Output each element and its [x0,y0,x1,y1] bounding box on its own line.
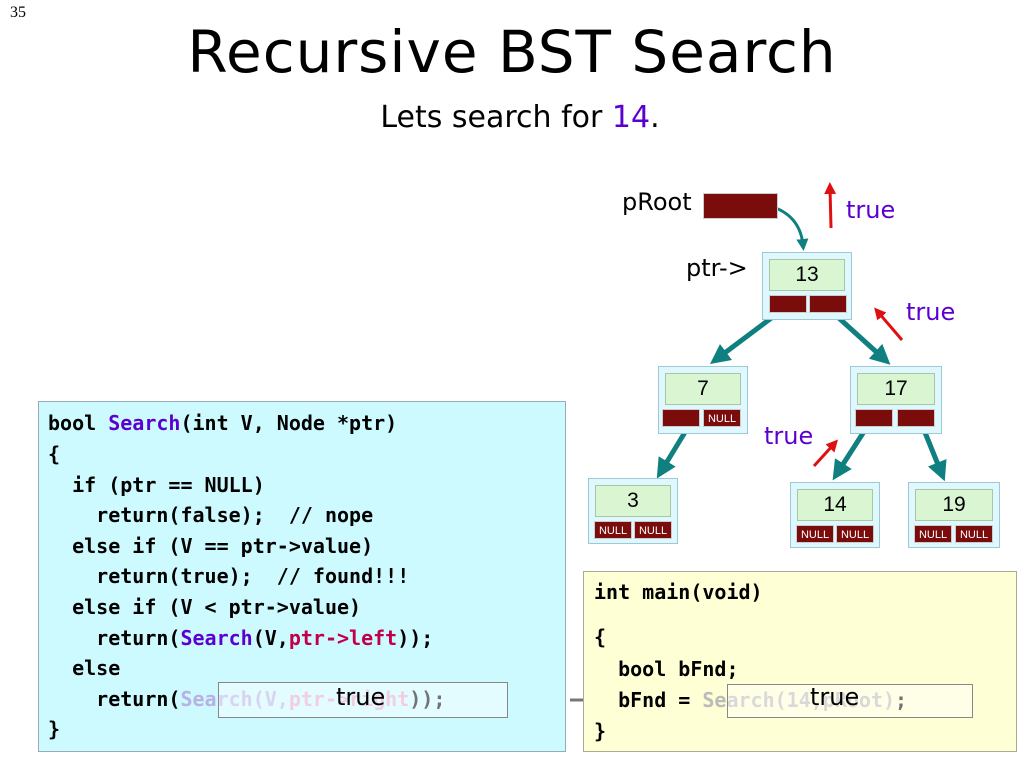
tree-node-13: 13 [762,252,852,320]
code-line: return(false); // nope [48,503,374,527]
code-line: else if (V == ptr->value) [48,534,374,558]
slide-subtitle: Lets search for 14. [0,100,1024,135]
null-box: NULL [955,525,993,543]
node-value: 19 [915,489,993,521]
code-line: return(true); // found!!! [48,564,410,588]
right-pointer-box [809,295,847,313]
recursive-call-result: true [336,683,386,711]
code-line: } [594,719,607,743]
edge-17-14 [832,428,868,481]
return-arrow-13 [874,307,904,341]
return-true-label: true [906,298,956,326]
main-call-result-box [727,684,973,718]
slide-title: Recursive BST Search [187,18,837,86]
code-line: bool Search(int V, Node *ptr) [48,411,398,435]
node-value: 14 [797,489,873,521]
code-line: else [48,656,121,680]
code-line-current: bFnd = Search(14,pRoot); [594,688,908,712]
node-value: 13 [769,259,845,291]
edge-17-19 [921,429,947,482]
null-box: NULL [703,409,741,427]
subtitle-prefix: Lets search for [380,100,612,135]
code-line-current: return(Search(V,ptr->right)); [48,687,446,711]
proot-label: pRoot [622,188,692,216]
null-box: NULL [914,525,952,543]
code-line: bool bFnd; [594,657,739,681]
null-box: NULL [796,525,834,543]
tree-node-19: 19 NULL NULL [908,482,1000,548]
slide-number: 35 [10,4,26,21]
tree-node-3: 3 NULL NULL [588,478,678,544]
null-box: NULL [594,521,632,539]
code-line: if (ptr == NULL) [48,473,265,497]
main-call-result: true [810,683,860,711]
return-arrow-top [824,182,837,229]
return-arrow-17 [812,439,839,468]
code-line: { [48,442,61,466]
subtitle-suffix: . [650,100,660,135]
return-true-label: true [764,422,814,450]
code-line: } [48,717,61,741]
return-true-label: true [846,196,896,224]
left-pointer-box [662,409,700,427]
node-value: 17 [857,373,935,405]
proot-pointer-box [703,193,778,219]
null-box: NULL [836,525,874,543]
tree-node-14: 14 NULL NULL [790,482,880,548]
code-line: { [594,625,607,649]
code-line: return(Search(V,ptr->left)); [48,626,434,650]
tree-node-7: 7 NULL [658,366,748,434]
node-value: 7 [665,373,741,405]
search-function-code: bool Search(int V, Node *ptr) { if (ptr … [38,401,566,752]
main-function-code: int main(void) { bool bFnd; bFnd = Searc… [583,571,1017,752]
tree-node-17: 17 [850,366,942,434]
left-pointer-box [855,409,893,427]
right-pointer-box [897,409,935,427]
recursive-call-result-box [218,682,508,718]
left-pointer-box [769,295,807,313]
code-line: int main(void) [594,580,763,604]
null-box: NULL [634,521,672,539]
search-value: 14 [611,100,651,135]
ptr-label: ptr-> [686,254,748,282]
code-line: else if (V < ptr->value) [48,595,362,619]
node-value: 3 [595,485,671,517]
